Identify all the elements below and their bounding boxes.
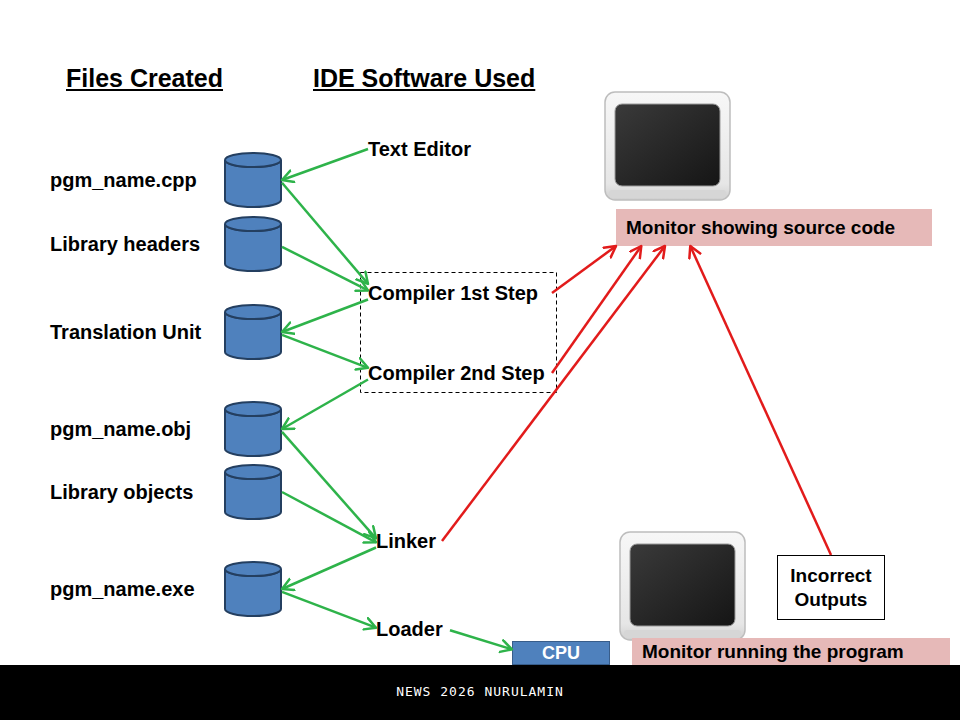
node-text: Translation Unit [50,319,201,345]
flow-arrow [282,149,368,180]
monitor-screen [630,544,735,626]
cylinder-top [225,153,281,167]
node-text: Compiler 2nd Step [368,360,552,386]
tool-label: Linker [376,528,442,554]
tool-label: Compiler 1st Step [368,280,552,306]
node-text: pgm_name.exe [50,576,195,602]
cylinder-shape [224,152,282,208]
cylinder-top [225,465,281,479]
cylinder-shape [224,216,282,272]
flow-arrow [282,432,376,539]
node-text: Loader [376,616,450,642]
monitor-caption-box: Monitor running the program [632,638,950,665]
flow-arrow [282,380,368,430]
cylinder-shape [224,401,282,457]
monitor-screen [615,104,720,186]
feedback-arrow [690,246,831,555]
flow-arrow [282,247,368,291]
cpu-box: CPU [512,641,610,665]
file-cylinder: Translation Unit [48,304,282,360]
file-cylinder: Library headers [48,216,282,272]
file-cylinder: Library objects [48,464,282,520]
flow-arrow [450,630,512,649]
flow-arrow [282,300,368,333]
monitor-chin [609,190,726,198]
column-heading: Files Created [66,64,223,93]
monitor-chin [624,630,741,638]
flow-arrow [282,592,376,628]
feedback-arrow [552,246,616,293]
cylinder-top [225,402,281,416]
flow-arrow [282,183,368,284]
node-text: Library headers [50,231,200,257]
note-box: Incorrect Outputs [777,555,885,620]
monitor-caption-box: Monitor showing source code [616,209,932,246]
node-text: Text Editor [368,136,486,162]
flow-arrow [282,492,376,542]
node-text: Monitor running the program [642,641,904,663]
node-text: pgm_name.cpp [50,167,197,193]
cylinder-shape [224,561,282,617]
node-text: Compiler 1st Step [368,280,552,306]
node-text: Monitor showing source code [626,217,895,239]
node-text: CPU [542,643,580,664]
crt-monitor [605,92,730,200]
file-cylinder: pgm_name.obj [48,401,282,457]
column-heading: IDE Software Used [313,64,535,93]
compiler-group-bracket [361,273,557,393]
node-text: Linker [376,528,442,554]
cylinder-top [225,305,281,319]
tool-label: Compiler 2nd Step [368,360,552,386]
node-text: pgm_name.obj [50,416,191,442]
file-cylinder: pgm_name.cpp [48,152,282,208]
watermark: NEWS 2026 NURULAMIN [0,684,960,699]
monitor-bezel [605,92,730,200]
flow-arrow [282,335,368,368]
tool-label: Loader [376,616,450,642]
monitor-bezel [620,532,745,640]
crt-monitor [620,532,745,640]
flow-arrow [282,548,376,590]
cylinder-shape [224,464,282,520]
cylinder-top [225,562,281,576]
feedback-arrow [552,246,641,373]
cylinder-shape [224,304,282,360]
file-cylinder: pgm_name.exe [48,561,282,617]
node-text: Incorrect Outputs [778,564,884,612]
cylinder-top [225,217,281,231]
tool-label: Text Editor [368,136,486,162]
node-text: Library objects [50,479,193,505]
